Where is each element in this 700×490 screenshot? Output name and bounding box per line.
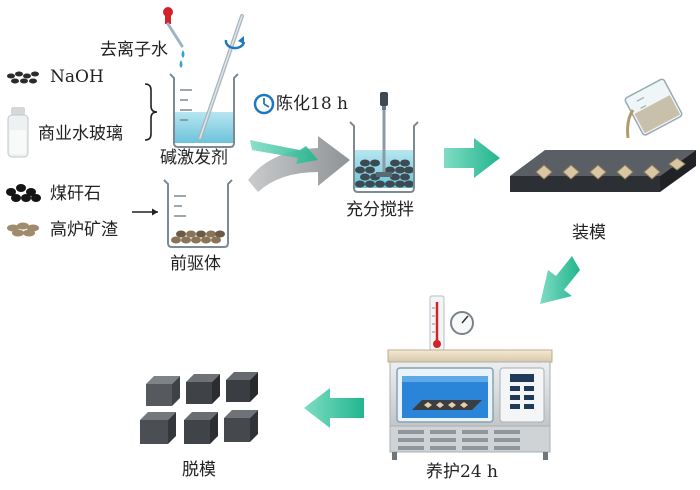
brace <box>144 83 158 141</box>
water-glass-label: 商业水玻璃 <box>38 124 123 144</box>
water-glass-bottle <box>7 107 29 158</box>
coal-gangue-pile <box>6 184 41 202</box>
demolded-blocks <box>140 372 258 444</box>
thermometer-icon <box>429 295 445 351</box>
slag-pile <box>7 222 39 237</box>
clock-icon <box>253 93 275 115</box>
stirring-beaker <box>349 92 419 193</box>
precursor-label: 前驱体 <box>170 254 221 274</box>
stir-rod-icon <box>198 14 246 140</box>
slag-label: 高炉矿渣 <box>50 220 118 240</box>
green-merge-arrow <box>250 140 318 164</box>
aging-label: 陈化18 h <box>276 94 348 114</box>
feed-arrow <box>132 208 158 216</box>
dropper-icon <box>163 7 185 68</box>
gauge-icon <box>450 311 474 335</box>
precursor-beaker <box>163 179 233 248</box>
alkali-activator-label: 碱激发剂 <box>160 148 228 168</box>
arrow-to-demolding <box>304 388 364 428</box>
pouring-beaker <box>624 78 683 139</box>
demolding-label: 脱模 <box>182 460 216 480</box>
stirring-label: 充分搅拌 <box>346 200 414 220</box>
naoh-pellets <box>7 71 39 84</box>
molding-label: 装模 <box>572 223 606 243</box>
deionized-water-label: 去离子水 <box>100 40 168 60</box>
arrow-to-molding <box>444 138 500 178</box>
naoh-label: NaOH <box>50 67 104 87</box>
curing-label: 养护24 h <box>426 462 498 482</box>
curing-oven <box>387 349 553 460</box>
coal-gangue-label: 煤矸石 <box>50 184 101 204</box>
gray-merge-arrow <box>248 136 350 192</box>
activator-beaker <box>169 73 239 148</box>
arrow-to-curing <box>540 256 580 304</box>
mold-bar <box>510 150 696 192</box>
